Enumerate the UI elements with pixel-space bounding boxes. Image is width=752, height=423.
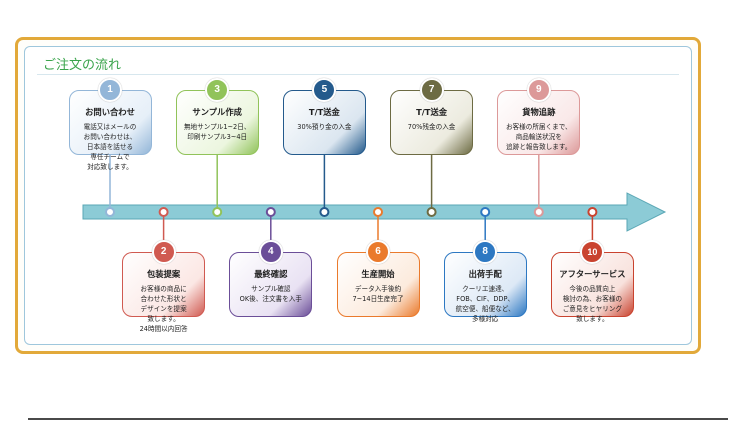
step-title: お問い合わせ <box>85 107 135 117</box>
step-number-badge: 9 <box>526 78 551 102</box>
step-description: データ入手後約 7~14日生産完了 <box>352 285 404 303</box>
step-description: 30%預り金の入金 <box>297 123 352 131</box>
timeline-dot-7 <box>426 207 437 217</box>
step-title: T/T送金 <box>416 107 448 117</box>
step-title: 生産開始 <box>361 269 395 279</box>
panel-title: ご注文の流れ <box>43 58 122 73</box>
step-number-badge: 6 <box>366 240 390 264</box>
step-title: 出荷手配 <box>468 269 502 279</box>
timeline-dot-3 <box>212 207 223 217</box>
step-title: 貨物追跡 <box>522 107 556 117</box>
step-card-10: アフターサービス今後の品質向上 検討の為、お客様の ご意見をヒヤリング 致します… <box>550 252 634 323</box>
timeline-dot-5 <box>319 207 330 217</box>
timeline-dot-6 <box>373 207 383 217</box>
step-number-badge: 8 <box>473 240 498 264</box>
step-title: 最終確認 <box>254 269 288 279</box>
step-description: お客様の所届くまで、 商品輸送状況を 追跡と報告致します。 <box>505 123 572 151</box>
step-title: T/T送金 <box>308 107 340 117</box>
step-number-badge: 10 <box>580 240 605 264</box>
timeline-dot-1 <box>105 207 115 217</box>
step-card-2: 包装提案お客様の商品に 合わせた形状と デザインを提案 致します。 24時間以内… <box>122 252 206 333</box>
timeline-dot-10 <box>587 207 598 217</box>
step-description: 無地サンプル1~2日、 印刷サンプル3~4日 <box>183 123 251 141</box>
step-number-badge: 3 <box>205 78 230 102</box>
timeline-dot-2 <box>158 207 169 217</box>
step-number-badge: 7 <box>419 78 444 102</box>
step-description: お客様の商品に 合わせた形状と デザインを提案 致します。 24時間以内回答 <box>139 285 188 333</box>
step-number-badge: 5 <box>312 78 337 102</box>
step-card-9: 貨物追跡お客様の所届くまで、 商品輸送状況を 追跡と報告致します。 <box>497 90 581 155</box>
connectors <box>105 155 598 252</box>
step-number-badge: 4 <box>258 240 283 264</box>
step-description: 今後の品質向上 検討の為、お客様の ご意見をヒヤリング 致します。 <box>562 285 623 323</box>
step-description: サンプル確認 OK後、注文書を入手 <box>239 285 302 303</box>
step-title: アフターサービス <box>559 269 626 279</box>
timeline-dot-8 <box>480 207 491 217</box>
page-divider <box>28 418 728 420</box>
title-divider <box>37 74 679 75</box>
timeline-dot-9 <box>533 207 544 217</box>
step-description: クーリエ速達、 FOB、CIF、DDP、 航空便、船便など、 多様対応 <box>455 285 515 323</box>
step-number-badge: 1 <box>98 78 122 102</box>
timeline-dot-4 <box>265 207 276 217</box>
step-title: サンプル作成 <box>192 107 242 117</box>
step-description: 電話又はメールの お問い合わせは、 日本語を話せる 専任チームで 対応致します。 <box>83 123 137 171</box>
step-number-badge: 2 <box>151 240 176 264</box>
step-card-4: 最終確認サンプル確認 OK後、注文書を入手 <box>229 252 313 317</box>
step-description: 70%残金の入金 <box>407 123 456 131</box>
step-title: 包装提案 <box>146 269 181 279</box>
